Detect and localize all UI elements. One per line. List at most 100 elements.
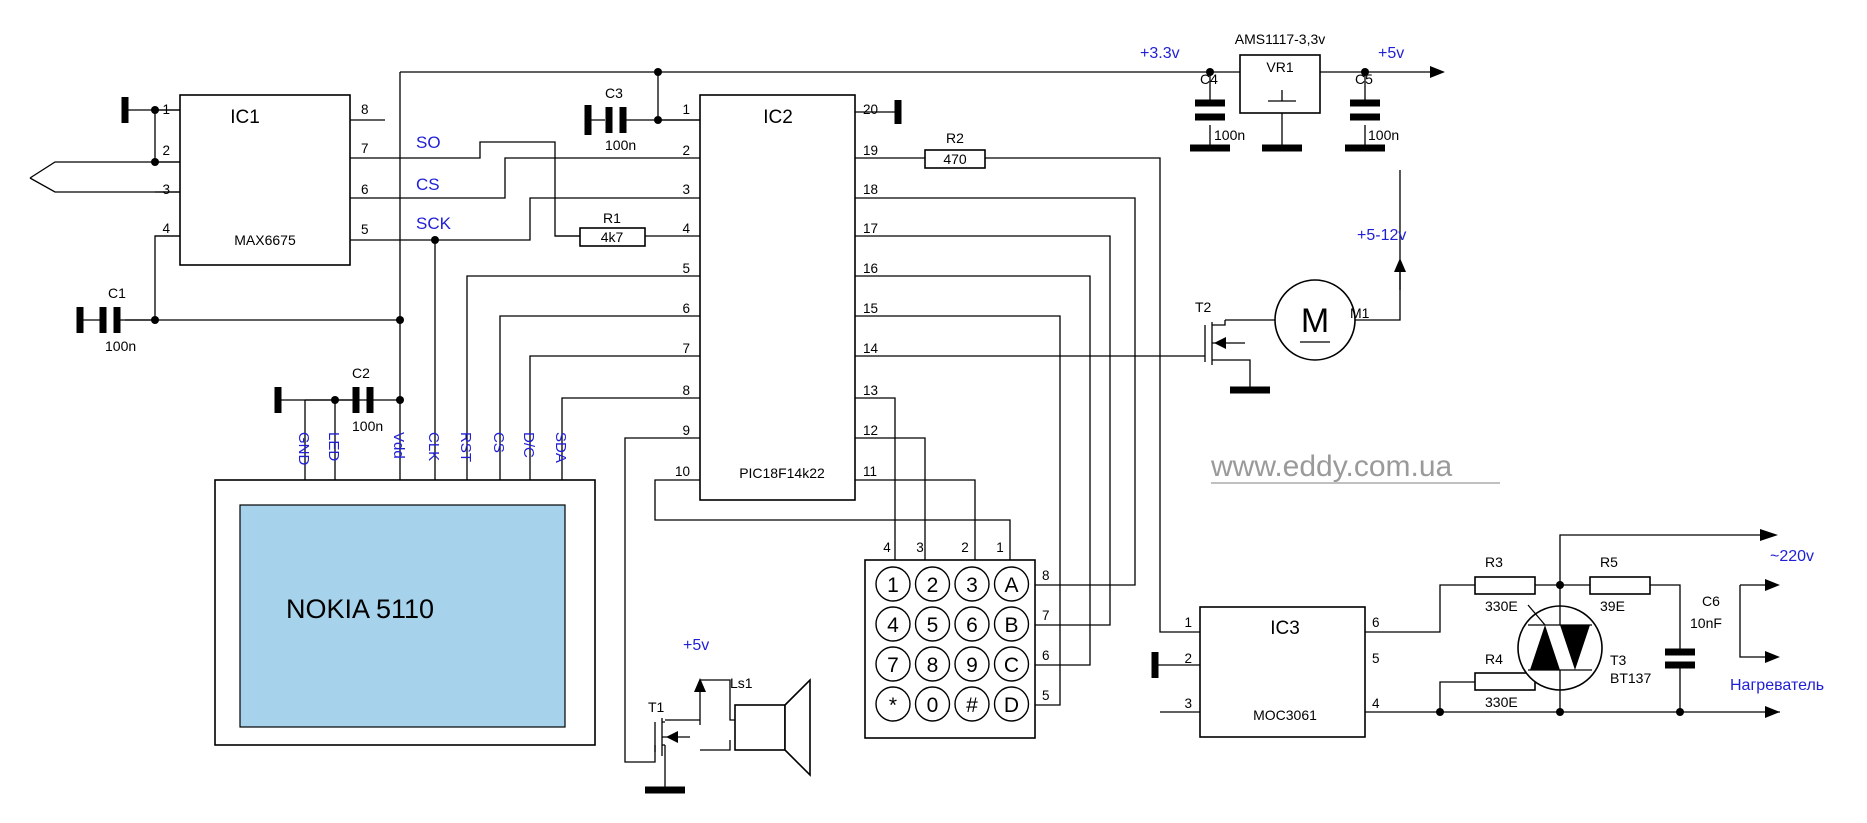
ic1: IC1 MAX6675 1 2 3 4 5 6 7 8	[155, 94, 369, 266]
lcd-pin: CLK	[425, 432, 442, 461]
c2-value: 100n	[352, 418, 383, 434]
ic2-pin: 16	[863, 261, 878, 276]
c6-ref: C6	[1702, 593, 1720, 609]
m1-ref: M1	[1350, 305, 1370, 321]
keypad-key	[914, 646, 951, 682]
ic2: IC2 PIC18F14k22 1 2 3 4 5 6 7 8 9 10 11 …	[555, 94, 879, 501]
ic3-pin: 5	[1372, 651, 1380, 666]
resistor-r4: R4 330E	[1474, 651, 1536, 710]
t2-ref: T2	[1195, 299, 1212, 315]
arrows	[694, 66, 1780, 718]
keypad-key-label: 9	[966, 654, 978, 677]
ic2-pin: 15	[863, 301, 878, 316]
regulator-vr1: AMS1117-3,3v VR1	[1235, 31, 1326, 114]
ic2-ref: IC2	[763, 107, 793, 128]
ic2-pin: 19	[863, 143, 878, 158]
keypad-key	[875, 606, 911, 642]
keypad-pin: 2	[961, 540, 969, 555]
keypad-key	[914, 606, 951, 642]
ic3-pin: 4	[1372, 696, 1380, 711]
ic2-pin: 2	[682, 143, 690, 158]
ic3-part: MOC3061	[1253, 707, 1317, 723]
t1-ref: T1	[648, 699, 665, 715]
keypad-key-label: C	[1004, 654, 1019, 677]
ic1-pin: 8	[361, 102, 369, 117]
keypad-key-label: 0	[927, 694, 939, 717]
c3-ref: C3	[605, 85, 623, 101]
t3-ref: T3	[1610, 652, 1627, 668]
c5-ref: C5	[1355, 71, 1373, 87]
ic1-pin: 5	[361, 222, 369, 237]
rail-5v: +5v	[1378, 45, 1404, 62]
ic1-part: MAX6675	[234, 232, 296, 248]
rail-5-12v: +5-12v	[1357, 227, 1406, 244]
ic2-pin: 8	[682, 383, 690, 398]
c6-value: 10nF	[1690, 615, 1722, 631]
keypad-pin: 7	[1042, 608, 1050, 623]
keypad-pin: 1	[996, 540, 1004, 555]
keypad-pin: 4	[883, 540, 891, 555]
ic1-pin: 4	[162, 221, 170, 236]
ic2-pin: 11	[863, 464, 877, 479]
ic3-pin: 1	[1184, 615, 1192, 630]
ic2-pin: 7	[682, 341, 690, 356]
keypad-key-label: D	[1004, 694, 1019, 717]
keypad-key-label: A	[1004, 574, 1018, 597]
r5-ref: R5	[1600, 554, 1618, 570]
ic3-ref: IC3	[1270, 618, 1300, 639]
triac-t3: T3 BT137	[1517, 604, 1651, 691]
lcd-pin: GND	[295, 432, 312, 466]
c3-value: 100n	[605, 137, 636, 153]
lcd-pin: D/C	[520, 432, 537, 458]
r4-ref: R4	[1485, 651, 1503, 667]
keypad-pin: 8	[1042, 568, 1050, 583]
ic2-pin: 1	[682, 102, 690, 117]
lcd-name: NOKIA 5110	[286, 594, 434, 624]
r4-value: 330E	[1485, 694, 1518, 710]
lcd-pin: Vdd	[390, 432, 407, 459]
keypad-key-label: #	[966, 694, 978, 717]
keypad-key-label: 7	[887, 654, 899, 677]
lcd-pin: CS	[490, 432, 507, 453]
keypad-key	[954, 686, 990, 722]
c1-value: 100n	[105, 338, 136, 354]
lcd-screen	[239, 504, 566, 728]
keypad-pin: 5	[1042, 688, 1050, 703]
ic2-pin: 12	[863, 423, 878, 438]
keypad-key-label: *	[889, 694, 897, 717]
c5-value: 100n	[1368, 127, 1399, 143]
ic3: IC3 MOC3061 1 2 3 4 5 6	[1184, 606, 1380, 738]
keypad-key	[993, 646, 1030, 682]
ic2-part: PIC18F14k22	[739, 465, 825, 481]
keypad-key-label: 2	[927, 574, 939, 597]
keypad-key	[914, 566, 951, 602]
ic1-pin: 6	[361, 182, 369, 197]
r1-ref: R1	[603, 210, 621, 226]
keypad-key	[954, 646, 990, 682]
ic3-pin: 2	[1184, 651, 1192, 666]
lcd-pin: RST	[457, 432, 474, 462]
vr1-part: AMS1117-3,3v	[1235, 31, 1326, 47]
r3-ref: R3	[1485, 554, 1503, 570]
c4-ref: C4	[1200, 71, 1218, 87]
keypad-key-label: B	[1004, 614, 1018, 637]
ic2-pin: 13	[863, 383, 878, 398]
r1-value: 4k7	[601, 229, 624, 245]
motor-m1: M M1	[1274, 279, 1370, 361]
ic1-pin: 2	[162, 143, 170, 158]
motor-symbol: M	[1301, 302, 1329, 340]
ic2-pin: 10	[675, 464, 690, 479]
t3-part: BT137	[1610, 670, 1651, 686]
r2-value: 470	[943, 151, 967, 167]
vr1-ref: VR1	[1266, 59, 1293, 75]
keypad-key	[875, 566, 911, 602]
resistor-r2: 470 R2	[924, 130, 986, 169]
ic2-pin: 5	[682, 261, 690, 276]
ic1-ref: IC1	[230, 107, 260, 128]
keypad-key	[875, 646, 911, 682]
resistor-r1: 4k7 R1	[579, 210, 646, 247]
ic2-pin: 17	[863, 221, 878, 236]
signal-sck: SCK	[416, 214, 452, 233]
keypad-key-label: 1	[887, 574, 899, 597]
